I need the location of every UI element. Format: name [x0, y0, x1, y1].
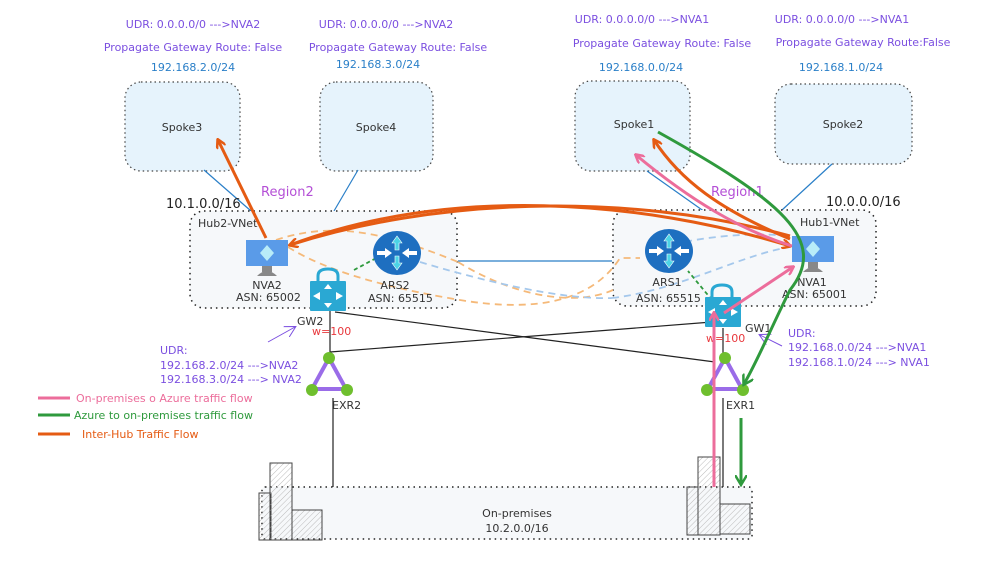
gw2-weight: w=100: [312, 325, 351, 338]
nva2-label: NVA2: [252, 279, 282, 292]
svg-text:Inter-Hub Traffic Flow: Inter-Hub Traffic Flow: [82, 428, 198, 441]
spoke2-box[interactable]: Spoke2: [774, 83, 913, 165]
svg-text:Azure to on-premises traffic f: Azure to on-premises traffic flow: [74, 409, 253, 422]
exr1-label: EXR1: [726, 399, 755, 412]
spoke3-propagate: Propagate Gateway Route: False: [104, 41, 283, 54]
azure-to-onprem-flows: [657, 130, 806, 484]
exr1-icon[interactable]: [701, 352, 749, 396]
nva2-asn: ASN: 65002: [236, 291, 301, 304]
region2-label: Region2: [261, 185, 314, 200]
ars2-icon[interactable]: [373, 231, 421, 275]
legend: On-premises o Azure traffic flow Azure t…: [38, 392, 253, 441]
spoke1-cidr: 192.168.0.0/24: [599, 61, 683, 74]
inter-hub-flows: [218, 140, 790, 246]
legend-item-azure-to-onprem: Azure to on-premises traffic flow: [38, 409, 253, 422]
gw1-weight: w=100: [706, 332, 745, 345]
exr2-label: EXR2: [332, 399, 361, 412]
spoke4-box[interactable]: Spoke4: [319, 81, 434, 172]
onprem-cidr: 10.2.0.0/16: [485, 522, 548, 535]
gw1-label: GW1: [745, 322, 771, 335]
onprem-buildings-left-icon: [258, 462, 323, 541]
exr2-icon[interactable]: [306, 352, 353, 396]
gw1-udr-note: UDR: 192.168.0.0/24 --->NVA1 192.168.1.0…: [760, 327, 930, 369]
spoke2-cidr: 192.168.1.0/24: [799, 61, 883, 74]
gw2-udr-note: UDR: 192.168.2.0/24 --->NVA2 192.168.3.0…: [160, 327, 302, 386]
hub2-cidr: 10.1.0.0/16: [166, 197, 241, 212]
ars2-asn: ASN: 65515: [368, 292, 433, 305]
hub1-cidr: 10.0.0.0/16: [826, 195, 901, 210]
onprem-name: On-premises: [482, 507, 552, 520]
onprem-box[interactable]: On-premises 10.2.0.0/16: [261, 486, 753, 540]
gw2-icon[interactable]: [310, 267, 346, 311]
hub2-name: Hub2-VNet: [198, 217, 258, 230]
svg-text:192.168.1.0/24 ---> NVA1: 192.168.1.0/24 ---> NVA1: [788, 356, 930, 369]
svg-text:UDR:: UDR:: [160, 344, 188, 357]
svg-text:UDR:: UDR:: [788, 327, 816, 340]
spoke4-cidr: 192.168.3.0/24: [336, 58, 420, 71]
ars1-asn: ASN: 65515: [636, 292, 701, 305]
svg-text:192.168.2.0/24 --->NVA2: 192.168.2.0/24 --->NVA2: [160, 359, 298, 372]
spoke3-label: Spoke3: [162, 121, 202, 134]
legend-item-inter-hub: Inter-Hub Traffic Flow: [38, 428, 198, 441]
spoke4-label: Spoke4: [356, 121, 396, 134]
spoke2-propagate: Propagate Gateway Route:False: [776, 36, 951, 49]
gw2-label: GW2: [297, 315, 323, 328]
spoke4-propagate: Propagate Gateway Route: False: [309, 41, 488, 54]
gateway-circuit-links: [329, 310, 724, 490]
ars1-icon[interactable]: [645, 229, 693, 273]
spoke3-box[interactable]: Spoke3: [124, 81, 241, 172]
onprem-to-azure-flows: [636, 155, 793, 487]
svg-text:192.168.0.0/24 --->NVA1: 192.168.0.0/24 --->NVA1: [788, 341, 926, 354]
spoke2-udr: UDR: 0.0.0.0/0 --->NVA1: [775, 13, 909, 26]
spoke3-cidr: 192.168.2.0/24: [151, 61, 235, 74]
nva1-label: NVA1: [797, 276, 827, 289]
legend-item-onprem-to-azure: On-premises o Azure traffic flow: [38, 392, 253, 405]
ars2-label: ARS2: [380, 279, 409, 292]
spoke1-propagate: Propagate Gateway Route: False: [573, 37, 752, 50]
svg-text:192.168.3.0/24 ---> NVA2: 192.168.3.0/24 ---> NVA2: [160, 373, 302, 386]
peering-lines: [203, 163, 833, 262]
spoke4-udr: UDR: 0.0.0.0/0 --->NVA2: [319, 18, 453, 31]
nva1-asn: ASN: 65001: [782, 288, 847, 301]
ars1-label: ARS1: [652, 276, 681, 289]
spoke1-box[interactable]: Spoke1: [574, 80, 691, 172]
hub1-name: Hub1-VNet: [800, 216, 860, 229]
spoke3-udr: UDR: 0.0.0.0/0 --->NVA2: [126, 18, 260, 31]
spoke2-label: Spoke2: [823, 118, 863, 131]
nva2-icon[interactable]: [246, 240, 288, 276]
spoke1-label: Spoke1: [614, 118, 654, 131]
svg-text:On-premises o Azure traffic fl: On-premises o Azure traffic flow: [76, 392, 253, 405]
spoke1-udr: UDR: 0.0.0.0/0 --->NVA1: [575, 13, 709, 26]
